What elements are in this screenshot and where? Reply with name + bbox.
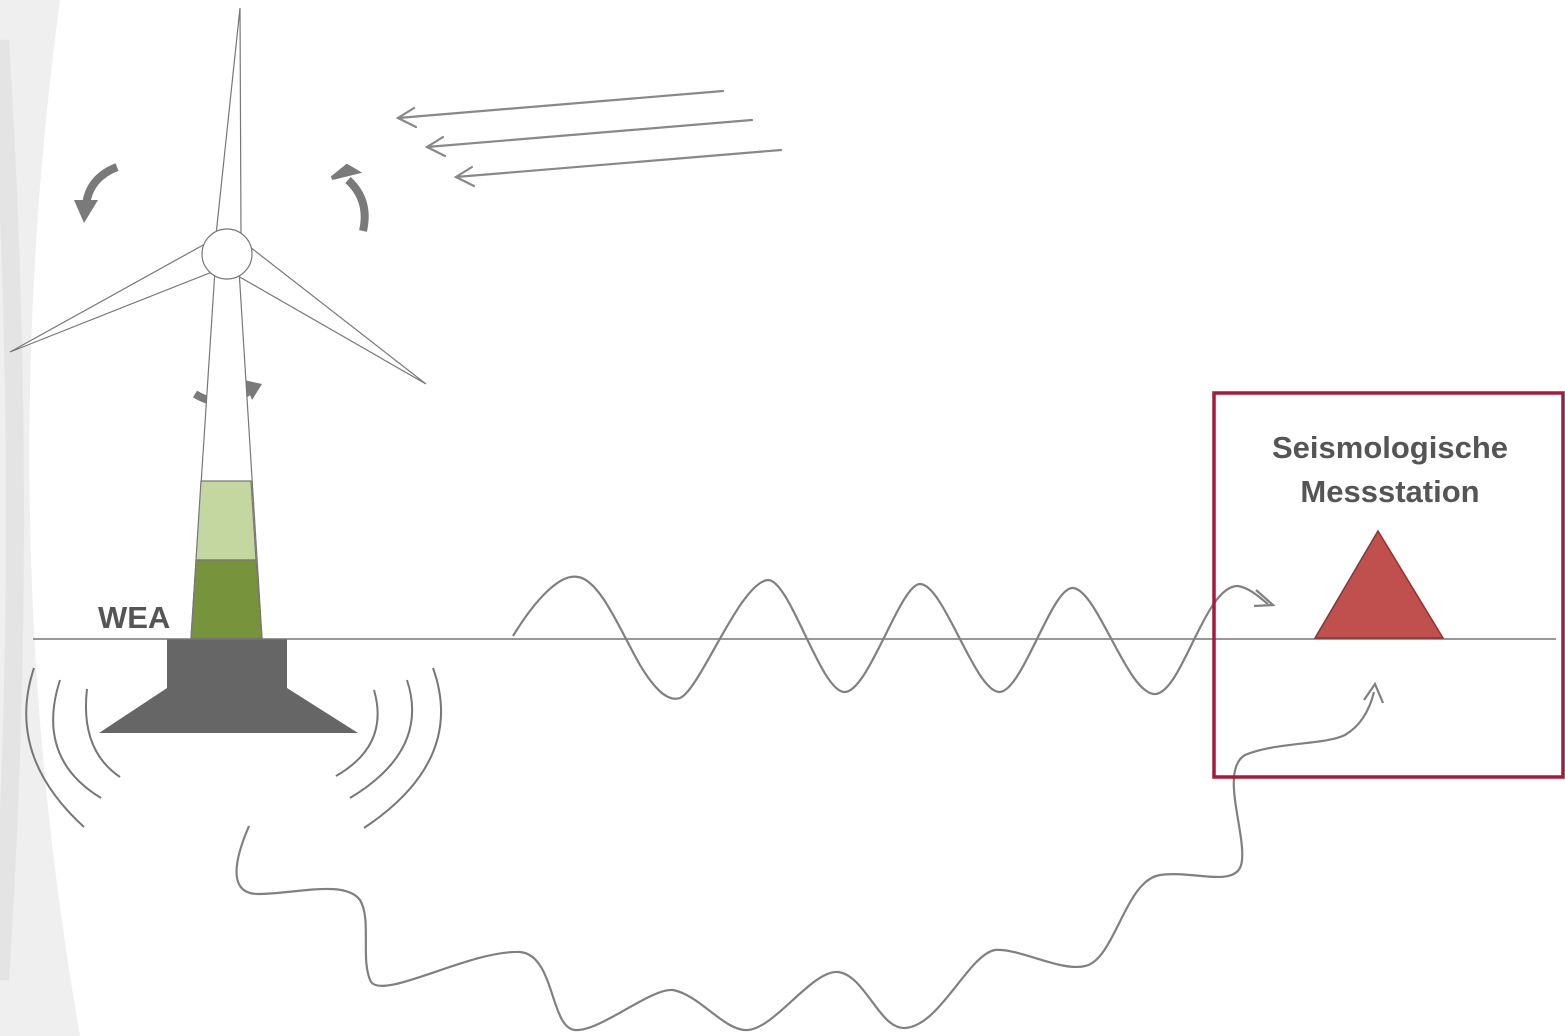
rotor-blade-up	[216, 8, 241, 235]
rotor-blade-right	[238, 247, 426, 384]
triangle-station-icon	[1315, 531, 1443, 638]
station-label: Seismologische Messstation	[1225, 426, 1555, 514]
surface-wave	[513, 577, 1273, 699]
wind-arrows	[398, 91, 781, 186]
station-label-line2: Messstation	[1225, 470, 1555, 514]
tower-section-dark-green	[191, 560, 262, 638]
surface-wave-arrowhead	[1254, 590, 1273, 606]
rotation-arrow-right-icon	[332, 166, 365, 231]
rotor-hub	[202, 229, 252, 279]
wind-turbine	[10, 8, 426, 638]
turbine-foundation	[99, 639, 358, 733]
tower-section-light-green	[196, 481, 256, 560]
station-label-line1: Seismologische	[1225, 426, 1555, 470]
wind-arrow-icon	[398, 91, 723, 127]
wind-arrow-icon	[456, 150, 781, 186]
wind-arrow-icon	[427, 120, 752, 156]
rotation-arrow-left-icon	[74, 167, 117, 223]
turbine-label: WEA	[98, 600, 170, 636]
rotor-blade-left	[10, 244, 212, 352]
